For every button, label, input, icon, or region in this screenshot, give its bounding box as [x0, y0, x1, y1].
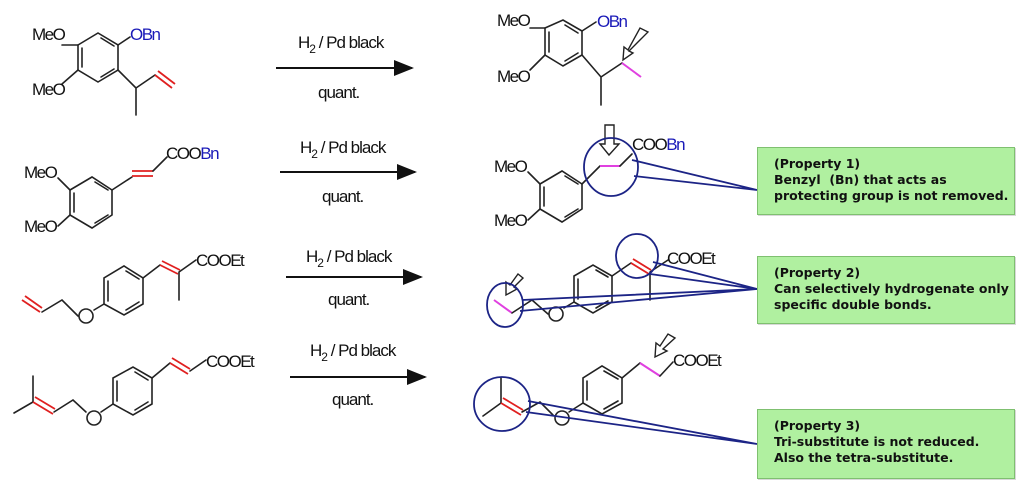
property-box-2: (Property 2) Can selectively hydrogenate…: [757, 256, 1015, 324]
benzyloxy-label: OBn: [597, 12, 628, 31]
methoxy-label: MeO: [32, 80, 66, 99]
hollow-arrow-icon: [654, 333, 677, 359]
methoxy-label: MeO: [494, 157, 528, 176]
property-title: (Property 1): [774, 156, 861, 171]
reaction-arrow-1: H2 / Pd black quant.: [276, 33, 414, 102]
reagent-label: H2 / Pd black: [300, 138, 387, 161]
ester-label: COOEt: [206, 352, 255, 371]
benzyloxy-label: OBn: [130, 25, 161, 44]
substrate-2: MeO MeO COOBn: [24, 144, 221, 236]
hollow-arrow-icon: [598, 124, 621, 157]
substrate-4: COOEt: [13, 352, 257, 426]
yield-label: quant.: [322, 187, 364, 206]
methoxy-label: MeO: [497, 67, 531, 86]
reaction-arrow-2: H2 / Pd black quant.: [280, 138, 417, 206]
property-text: Tri-substitute is not reduced.: [774, 434, 980, 449]
reagent-label: H2 / Pd black: [310, 341, 397, 364]
callout-3: [473, 376, 758, 445]
property-text: Can selectively hydrogenate only: [774, 281, 1009, 296]
hollow-arrow-icon: [622, 27, 650, 62]
methoxy-label: MeO: [32, 25, 66, 44]
ester-label: COOEt: [196, 251, 245, 270]
methoxy-label: MeO: [497, 11, 531, 30]
product-3: COOEt: [493, 249, 718, 322]
callout-2: [486, 233, 758, 328]
ester-label: COOBn: [632, 135, 685, 154]
property-text: protecting group is not removed.: [774, 188, 1009, 203]
substrate-3: COOEt: [21, 251, 247, 324]
yield-label: quant.: [332, 390, 374, 409]
property-text: Also the tetra-substitute.: [774, 450, 954, 465]
methoxy-label: MeO: [24, 217, 58, 236]
property-title: (Property 3): [774, 418, 861, 433]
ester-label: COOEt: [673, 351, 722, 370]
ester-label: COOBn: [166, 144, 219, 163]
property-box-1: (Property 1) Benzyl (Bn) that acts as pr…: [757, 147, 1015, 215]
yield-label: quant.: [318, 83, 360, 102]
property-title: (Property 2): [774, 265, 861, 280]
product-1: MeO MeO OBn: [497, 11, 650, 106]
methoxy-label: MeO: [494, 211, 528, 230]
property-text: specific double bonds.: [774, 297, 932, 312]
substrate-1: MeO MeO OBn: [32, 25, 176, 116]
methoxy-label: MeO: [24, 163, 58, 182]
reaction-arrow-3: H2 / Pd black quant.: [286, 247, 423, 309]
reaction-arrow-4: H2 / Pd black quant.: [290, 341, 427, 409]
product-2: MeO MeO COOBn: [494, 124, 687, 230]
product-4: COOEt: [482, 333, 724, 426]
yield-label: quant.: [328, 290, 370, 309]
property-text: Benzyl (Bn) that acts as: [774, 172, 947, 187]
ester-label: COOEt: [667, 249, 716, 268]
reagent-label: H2 / Pd black: [298, 33, 385, 56]
reagent-label: H2 / Pd black: [306, 247, 393, 270]
property-box-3: (Property 3) Tri-substitute is not reduc…: [757, 409, 1015, 479]
